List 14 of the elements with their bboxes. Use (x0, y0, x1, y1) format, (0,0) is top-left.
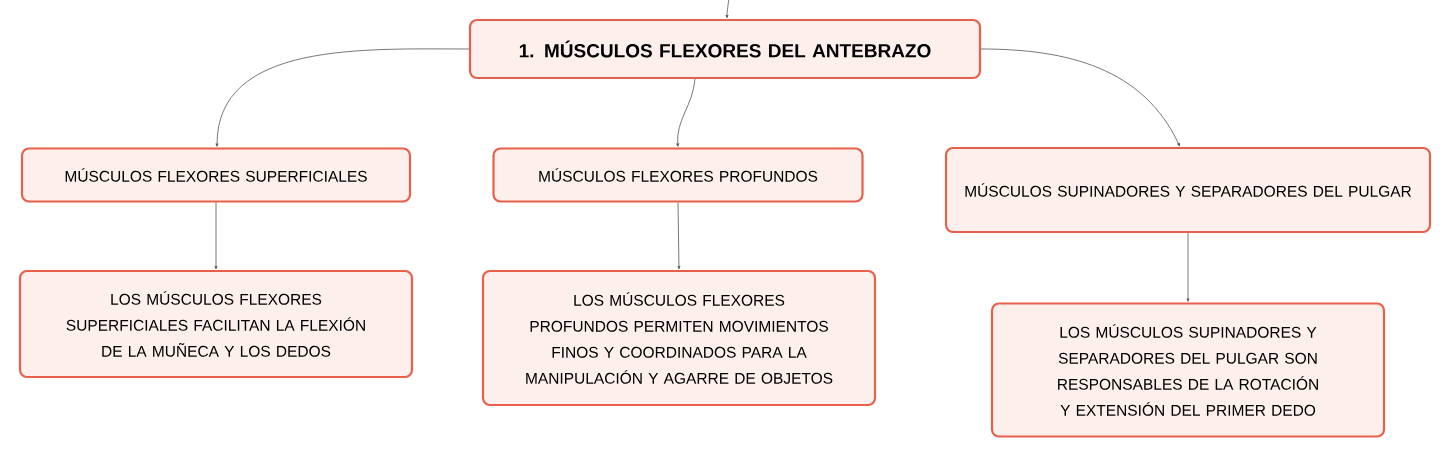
arrow (676, 78, 696, 147)
arrow (725, 0, 730, 19)
topic-box: MÚSCULOS FLEXORES SUPERFICIALES (20, 147, 412, 203)
arrow (980, 48, 1180, 147)
arrow (677, 202, 681, 270)
topic-box: MÚSCULOS FLEXORES PROFUNDOS (492, 147, 864, 203)
title-box: 1. MÚSCULOS FLEXORES DEL ANTEBRAZO (468, 18, 982, 80)
description-box: LOS MÚSCULOS FLEXORES SUPERFICIALES FACILITAN LA FLEXIÓN DE LA MUÑECA Y LOS DEDOS (18, 269, 414, 379)
arrow (214, 202, 218, 270)
description-box: LOS MÚSCULOS SUPINADORES Y SEPARADORES DEL PULGAR SON RESPONSABLES DE LA ROTACIÓN Y EXTENSIÓN DEL PRIMER DEDO (990, 302, 1386, 438)
description-box: LOS MÚSCULOS FLEXORES PROFUNDOS PERMITEN MOVIMIENTOS FINOS Y COORDINADOS PARA LA MANIPULACIÓN Y AGARRE DE OBJETOS (481, 269, 877, 407)
topic-box: MÚSCULOS SUPINADORES Y SEPARADORES DEL PULGAR (944, 146, 1432, 234)
arrow (1186, 232, 1190, 302)
arrow (215, 48, 470, 147)
